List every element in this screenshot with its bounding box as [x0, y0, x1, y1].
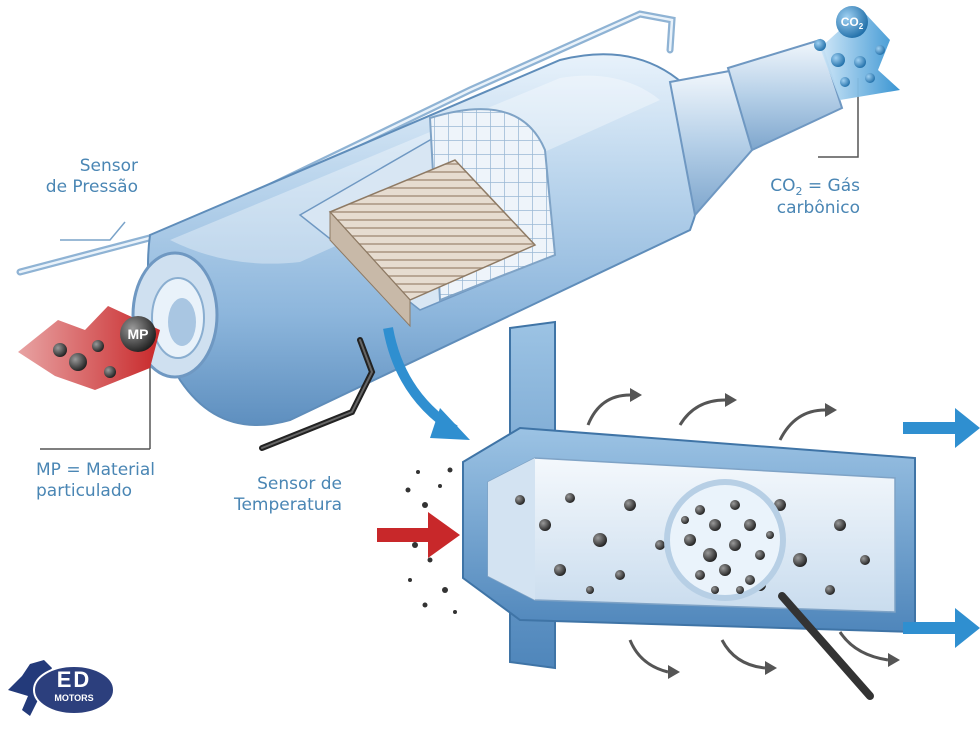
ed-motors-logo: ED MOTORS — [38, 668, 110, 712]
co2-gas-line-1: CO2 = Gás — [740, 176, 860, 198]
co2-subscript: 2 — [795, 185, 803, 198]
logo-subtitle: MOTORS — [54, 693, 94, 703]
temperature-sensor-label: Sensor de Temperatura — [200, 474, 342, 516]
particulate-label: MP = Material particulado — [36, 460, 196, 502]
temperature-sensor-line-2: Temperatura — [233, 495, 342, 515]
particulate-line-2: particulado — [36, 481, 133, 501]
co2-badge-subscript: 2 — [858, 21, 864, 31]
pressure-sensor-line-1: Sensor — [79, 156, 138, 176]
co2-text: CO — [770, 176, 796, 196]
pressure-sensor-line-2: de Pressão — [45, 177, 138, 197]
mp-badge: MP — [120, 316, 156, 352]
co2-equals-text: = Gás — [802, 176, 860, 196]
pressure-sensor-label: Sensor de Pressão — [20, 156, 138, 198]
particulate-line-1: MP = Material — [36, 460, 156, 480]
co2-badge-text: CO — [840, 15, 859, 29]
co2-gas-line-2: carbônico — [776, 198, 860, 218]
co2-gas-label: CO2 = Gás carbônico — [740, 176, 860, 219]
mp-badge-text: MP — [127, 326, 149, 342]
temperature-sensor-line-1: Sensor de — [257, 474, 342, 494]
logo-name: ED — [56, 667, 92, 692]
